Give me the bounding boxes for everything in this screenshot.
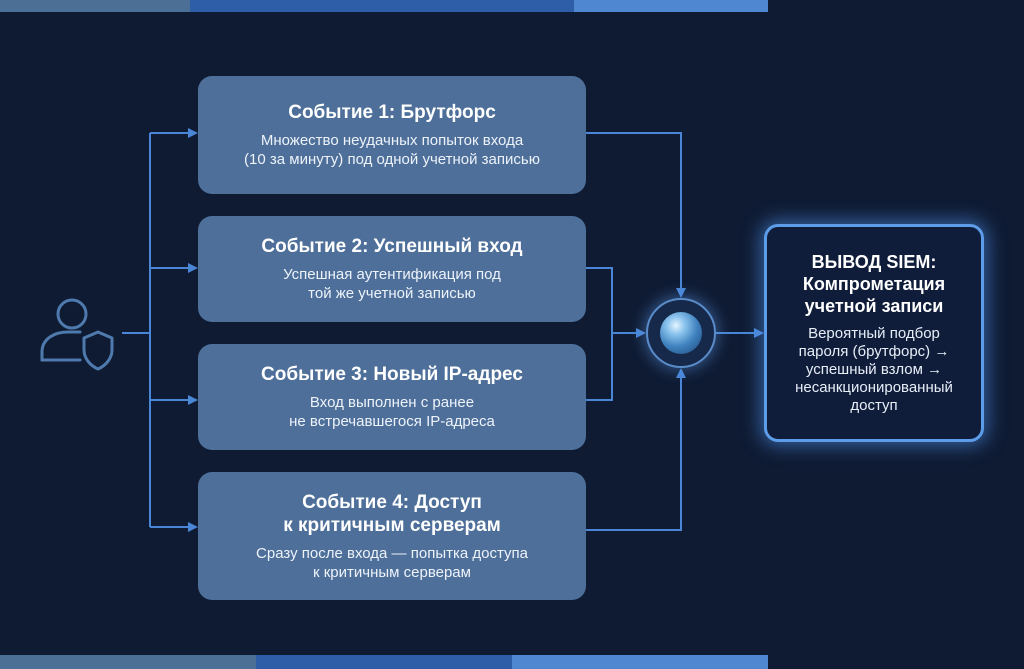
event-3-description: Вход выполнен с ранее не встречавшегося … bbox=[289, 394, 495, 430]
connector-event-4-to-hub bbox=[586, 368, 686, 531]
conclusion-description: Вероятный подбор пароля (брутфорс) → усп… bbox=[795, 325, 953, 414]
event-2-description: Успешная аутентификация под той же учетн… bbox=[283, 266, 501, 302]
event-1-description: Множество неудачных попыток входа (10 за… bbox=[244, 132, 540, 168]
event-box-4: Событие 4: Доступ к критичным серверам С… bbox=[198, 472, 586, 600]
event-4-title: Событие 4: Доступ к критичным серверам bbox=[283, 491, 501, 536]
user-shield-icon bbox=[40, 298, 114, 371]
event-2-title: Событие 2: Успешный вход bbox=[261, 236, 523, 257]
event-box-3: Событие 3: Новый IP-адрес Вход выполнен … bbox=[198, 344, 586, 450]
bottom-accent-bar bbox=[0, 655, 768, 669]
connector-event-1-to-hub bbox=[586, 132, 686, 298]
event-box-1: Событие 1: Брутфорс Множество неудачных … bbox=[198, 76, 586, 194]
event-3-title: Событие 3: Новый IP-адрес bbox=[261, 364, 523, 385]
orb-core bbox=[660, 312, 702, 354]
event-box-2: Событие 2: Успешный вход Успешная аутент… bbox=[198, 216, 586, 322]
connector-event-3-to-hub bbox=[586, 333, 613, 401]
siem-conclusion-box: ВЫВОД SIEM: Компрометация учетной записи… bbox=[764, 224, 984, 442]
event-1-title: Событие 1: Брутфорс bbox=[288, 102, 496, 123]
connector-event-2-to-hub bbox=[586, 267, 646, 338]
event-4-description: Сразу после входа — попытка доступа к кр… bbox=[256, 544, 528, 581]
conclusion-title: ВЫВОД SIEM: Компрометация учетной записи bbox=[802, 252, 946, 316]
top-accent-bar bbox=[0, 0, 768, 12]
correlation-orb-icon bbox=[646, 298, 716, 368]
